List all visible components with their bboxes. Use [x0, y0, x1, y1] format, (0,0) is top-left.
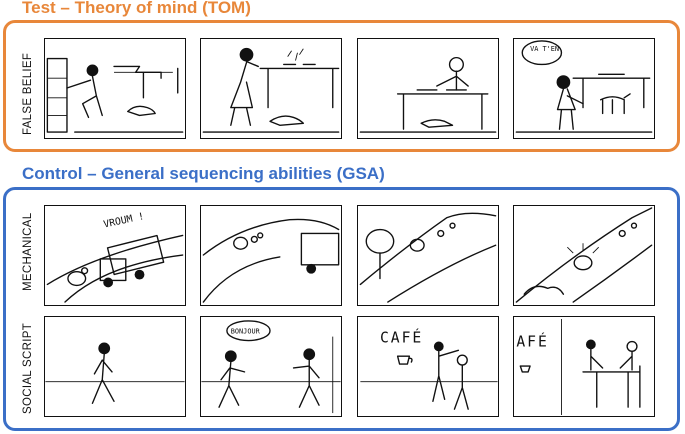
cafe-sign-text: CAFÉ: [380, 328, 423, 346]
mechanical-panel-3: [357, 205, 499, 306]
row-label-mechanical: MECHANICAL: [22, 212, 34, 291]
men-at-cafe-table-drawing: AFÉ: [516, 318, 641, 416]
control-section-title: Control – General sequencing abilities (…: [22, 164, 385, 183]
rock-and-tree-drawing: [359, 212, 497, 303]
row-label-false-belief: FALSE BELIEF: [22, 52, 34, 135]
man-at-table-drawing: [359, 56, 497, 133]
false-belief-panel-2: [200, 38, 342, 139]
cafe-partial-sign-text: AFÉ: [516, 332, 548, 350]
truck-on-road-drawing: VROUM !: [46, 211, 184, 303]
control-section-box: [3, 187, 680, 431]
woman-at-cabinet-drawing: [46, 57, 184, 133]
speech-bubble-text: VA T'EN: [530, 45, 559, 53]
mechanical-panel-2: [200, 205, 342, 306]
test-section-title: Test – Theory of mind (TOM): [22, 0, 251, 17]
man-walking-drawing: [45, 342, 185, 404]
social-panel-3: CAFÉ: [357, 316, 499, 417]
false-belief-panel-3: [357, 38, 499, 139]
test-section-box: [3, 20, 680, 152]
social-panel-1: [44, 316, 186, 417]
social-panel-2: BONJOUR: [200, 316, 342, 417]
vroum-text: VROUM !: [103, 211, 146, 230]
mechanical-panel-1: VROUM !: [44, 205, 186, 306]
mechanical-panel-4: [513, 205, 655, 306]
men-pointing-cafe-drawing: CAFÉ: [360, 328, 498, 410]
woman-dog-table-drawing: [202, 47, 340, 133]
two-men-greeting-drawing: BONJOUR: [201, 320, 341, 414]
bonjour-text: BONJOUR: [231, 328, 261, 336]
woman-looking-for-dog-drawing: VA T'EN: [515, 40, 653, 133]
row-label-social-script: SOCIAL SCRIPT: [22, 322, 34, 414]
social-panel-4: AFÉ: [513, 316, 655, 417]
false-belief-panel-4: VA T'EN: [513, 38, 655, 139]
false-belief-panel-1: [44, 38, 186, 139]
rock-crash-drawing: [515, 207, 653, 303]
rocks-falling-drawing: [202, 218, 340, 303]
